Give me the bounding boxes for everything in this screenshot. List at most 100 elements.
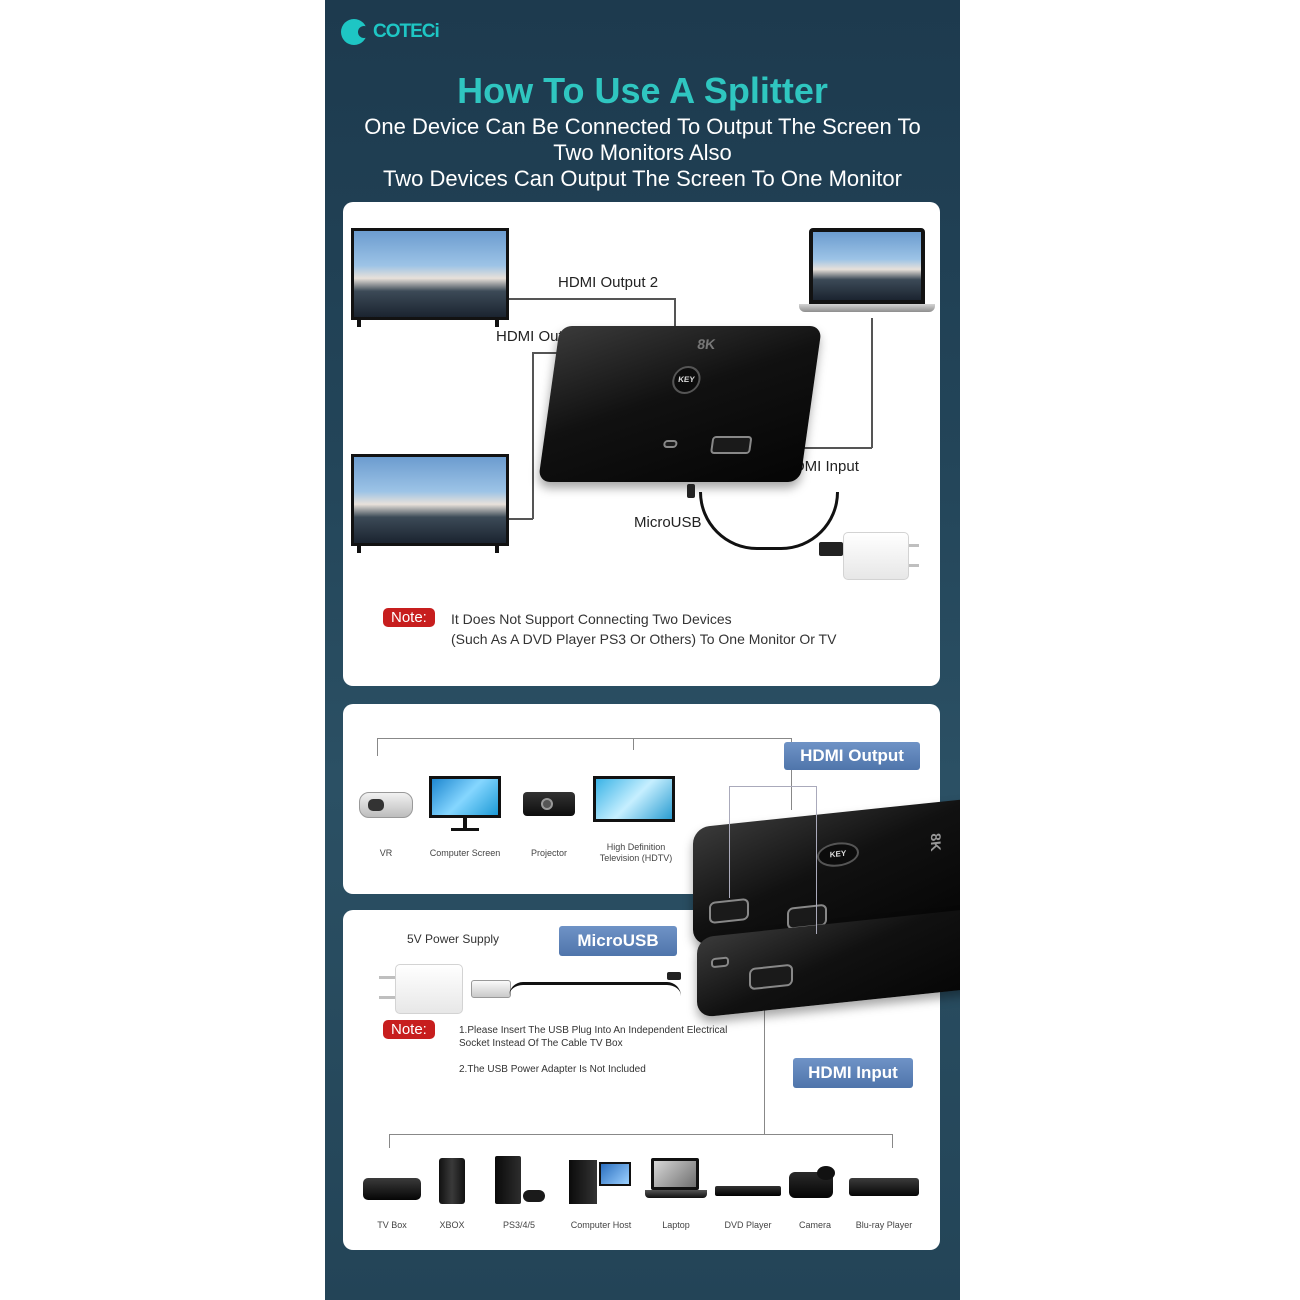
computer-monitor-icon xyxy=(599,1162,631,1186)
microusb-port-icon xyxy=(711,956,729,969)
output1-line xyxy=(532,352,534,519)
laptop-base-icon xyxy=(799,304,935,312)
page-subtitle: One Device Can Be Connected To Output Th… xyxy=(325,114,960,192)
input-line xyxy=(871,318,873,448)
tv-stand-icon xyxy=(495,545,499,553)
pointer-line xyxy=(729,786,730,898)
device-label: DVD Player xyxy=(724,1220,772,1230)
bracket-line xyxy=(791,738,792,810)
key-button-icon: KEY xyxy=(817,840,859,869)
laptop-icon xyxy=(809,228,925,304)
note-text: 1.Please Insert The USB Plug Into An Ind… xyxy=(459,1024,727,1076)
adapter-prong-icon xyxy=(379,976,395,979)
vr-headset-icon xyxy=(359,792,413,818)
hdmi-output-tag: HDMI Output xyxy=(784,742,920,770)
output1-line xyxy=(509,518,533,520)
monitor-base-icon xyxy=(451,828,479,831)
computer-host-icon xyxy=(569,1160,597,1204)
microusb-label: MicroUSB xyxy=(634,514,702,531)
hdmi-port-icon xyxy=(709,436,753,454)
device-label: Camera xyxy=(798,1220,831,1230)
adapter-prong-icon xyxy=(379,996,395,999)
tv-box-icon xyxy=(363,1178,421,1200)
dvd-player-icon xyxy=(715,1186,781,1196)
hdmi-port-icon xyxy=(749,963,793,991)
output2-line xyxy=(674,298,676,328)
usb-plug-icon xyxy=(819,542,843,556)
computer-screen-icon xyxy=(429,776,501,818)
subtitle-line: Two Monitors Also xyxy=(553,140,732,165)
bracket-line xyxy=(764,970,765,1134)
pointer-line xyxy=(816,786,817,934)
note-line: 1.Please Insert The USB Plug Into An Ind… xyxy=(459,1025,728,1036)
power-adapter-icon xyxy=(395,964,463,1014)
note-badge: Note: xyxy=(383,608,435,627)
monitor-stand-icon xyxy=(463,818,467,828)
key-button-icon: KEY xyxy=(670,366,703,394)
bracket-line xyxy=(389,1134,390,1148)
hdtv-icon xyxy=(593,776,675,822)
note-text: It Does Not Support Connecting Two Devic… xyxy=(451,609,836,649)
device-label: Blu-ray Player xyxy=(855,1220,913,1230)
brand-logo: COTECi xyxy=(341,18,440,46)
microusb-port-icon xyxy=(662,440,678,448)
tv-stand-icon xyxy=(357,545,361,553)
device-label: Computer Host xyxy=(570,1220,632,1230)
hdmi-port-icon xyxy=(709,897,749,925)
microusb-tag: MicroUSB xyxy=(559,926,677,956)
splitter-product-image: KEY 8K xyxy=(693,796,960,1018)
bracket-line xyxy=(389,1134,893,1135)
device-label: VR xyxy=(379,848,393,858)
note-line: It Does Not Support Connecting Two Devic… xyxy=(451,611,732,627)
usb-cable-icon xyxy=(509,982,681,996)
brand-name: COTECi xyxy=(373,21,440,42)
usb-cable-icon xyxy=(699,492,839,550)
ps-console-icon xyxy=(495,1156,521,1204)
tv-icon xyxy=(351,228,509,320)
camera-lens-icon xyxy=(817,1166,835,1180)
device-label: XBOX xyxy=(439,1220,465,1230)
device-label: High Definition Television (HDTV) xyxy=(599,842,673,863)
input-line xyxy=(763,447,872,449)
power-adapter-icon xyxy=(843,532,909,580)
page-title: How To Use A Splitter xyxy=(457,70,828,111)
output1-line xyxy=(532,352,562,354)
note-badge: Note: xyxy=(383,1020,435,1039)
power-supply-label: 5V Power Supply xyxy=(407,932,500,946)
output2-line xyxy=(509,298,675,300)
bracket-line xyxy=(377,738,791,739)
device-label: Computer Screen xyxy=(429,848,501,858)
microusb-plug-icon xyxy=(667,972,681,980)
note-line: 2.The USB Power Adapter Is Not Included xyxy=(459,1064,646,1075)
bracket-line xyxy=(377,738,378,756)
8k-badge: 8K xyxy=(696,336,717,352)
usb-plug-icon xyxy=(471,980,511,998)
connection-diagram-panel: HDMI Output 2 HDMI Output 1 HDMI Input M… xyxy=(343,202,940,686)
microusb-plug-icon xyxy=(687,484,695,498)
bracket-line xyxy=(633,738,634,750)
device-label: PS3/4/5 xyxy=(502,1220,536,1230)
laptop-base-icon xyxy=(645,1190,707,1198)
adapter-prong-icon xyxy=(909,544,919,547)
splitter-device-icon: 8K KEY xyxy=(538,326,822,482)
device-label: Laptop xyxy=(662,1220,690,1230)
subtitle-line: One Device Can Be Connected To Output Th… xyxy=(364,114,921,139)
subtitle-line: Two Devices Can Output The Screen To One… xyxy=(383,166,902,191)
laptop-icon xyxy=(651,1158,699,1190)
gamepad-icon xyxy=(523,1190,545,1202)
hdmi-output-2-label: HDMI Output 2 xyxy=(558,274,659,291)
splitter-poster: COTECi How To Use A Splitter One Device … xyxy=(325,0,960,1300)
adapter-prong-icon xyxy=(909,564,919,567)
hdmi-input-tag: HDMI Input xyxy=(793,1058,913,1088)
xbox-icon xyxy=(439,1158,465,1204)
tv-stand-icon xyxy=(495,319,499,327)
bluray-player-icon xyxy=(849,1178,919,1196)
device-label: TV Box xyxy=(377,1220,407,1230)
tv-stand-icon xyxy=(357,319,361,327)
projector-icon xyxy=(523,792,575,816)
pointer-line xyxy=(729,786,817,787)
logo-mark-icon xyxy=(341,19,370,45)
8k-badge: 8K xyxy=(927,832,944,853)
tv-icon xyxy=(351,454,509,546)
device-label: Projector xyxy=(530,848,567,858)
